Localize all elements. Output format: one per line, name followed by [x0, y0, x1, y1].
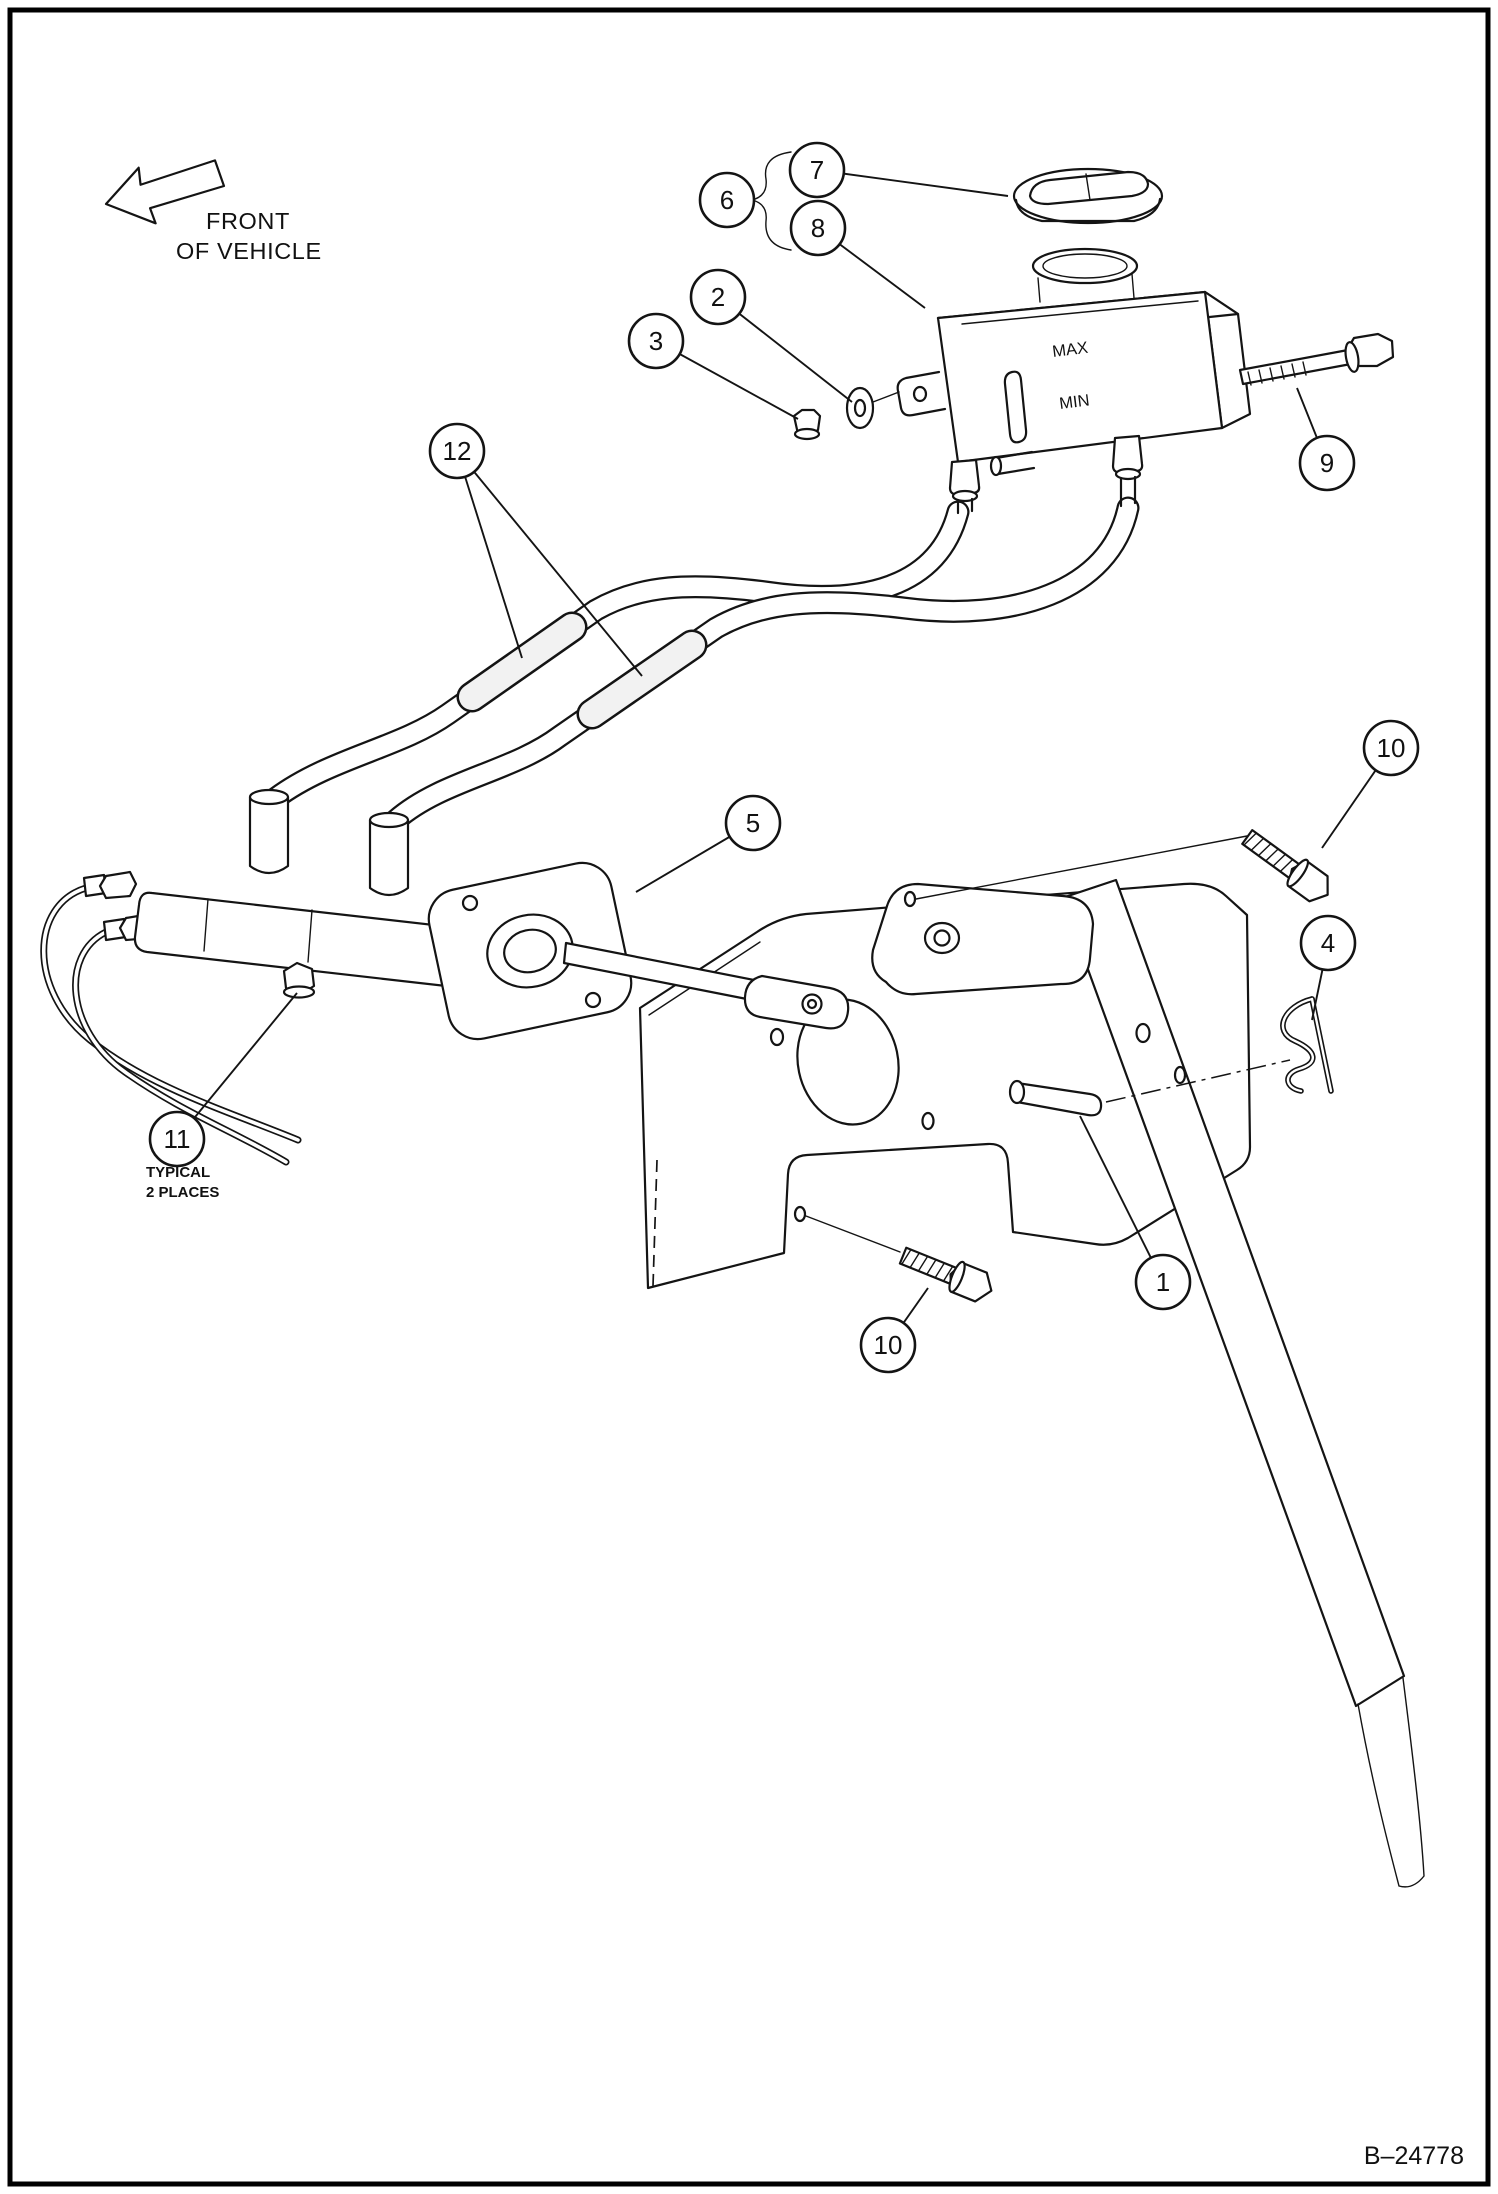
callout-leader-line [456, 450, 523, 659]
callout-number: 6 [720, 185, 734, 215]
callout-leader-line [816, 169, 1009, 197]
push-rod-clevis [743, 974, 850, 1030]
master-cylinder-inlet-port-front [248, 788, 290, 875]
alignment-holes [805, 835, 1248, 1253]
callout-circle [859, 1316, 917, 1374]
bolt-upper-alignment-line [915, 835, 1248, 900]
callout-5: 5 [635, 794, 782, 893]
callout-9: 9 [1296, 387, 1356, 492]
callout-number: 4 [1321, 928, 1335, 958]
front-of-vehicle-arrow-icon [104, 159, 226, 225]
callout-circle [428, 422, 486, 480]
reservoir-outlet-nipple-rear [1111, 434, 1144, 508]
reservoir-hose-front [264, 500, 970, 810]
hairpin-clip [1280, 996, 1334, 1094]
callout-number: 5 [746, 808, 760, 838]
stud-alignment-line [872, 391, 900, 403]
callout-circle [1134, 1253, 1192, 1311]
callout-number: 9 [1320, 448, 1334, 478]
callout-circle [788, 141, 846, 199]
callout-8: 8 [789, 199, 926, 309]
callout-number: 3 [649, 326, 663, 356]
callout-number: 7 [810, 155, 824, 185]
hidden-edge [652, 1159, 658, 1287]
callout-2: 2 [689, 268, 853, 403]
reservoir-bolt [1238, 332, 1395, 386]
callout-12: 12 [428, 422, 643, 677]
reservoir-cap [1012, 167, 1164, 225]
pedal-pivot-bracket [871, 882, 1095, 996]
callout-10-lower: 10 [859, 1287, 929, 1374]
callout-leader-line [1079, 1115, 1164, 1283]
reservoir-min-label: MIN [1058, 391, 1090, 413]
callout-1: 1 [1079, 1115, 1192, 1311]
callout-circle [689, 268, 747, 326]
callout-leader-line [717, 296, 853, 403]
page-border [7, 7, 1491, 2187]
callout-circle [627, 312, 685, 370]
callout-3: 3 [627, 312, 799, 420]
reservoir-max-label: MAX [1051, 339, 1089, 361]
callout-leader-line [456, 450, 643, 677]
brake-pipes [40, 884, 302, 1166]
callout-10-upper: 10 [1321, 719, 1420, 849]
callout-number: 10 [874, 1330, 903, 1360]
callout-circle [148, 1110, 206, 1168]
reservoir-side-nipple [989, 450, 1036, 477]
reservoir-hose-rear [384, 496, 1140, 832]
reservoir-nut [792, 408, 822, 441]
callout-number: 11 [164, 1124, 191, 1154]
callout-circle [1299, 914, 1357, 972]
callout-circle [1298, 434, 1356, 492]
brake-pedal-arm [1060, 878, 1425, 1888]
callout-4: 4 [1299, 914, 1357, 1021]
pin-centerline [1105, 1059, 1291, 1103]
reservoir-tank [896, 290, 1252, 477]
reservoir-filler-neck [1031, 247, 1139, 303]
callout-number: 12 [443, 436, 472, 466]
figure-code: B–24778 [1364, 2142, 1464, 2170]
callout-circle [698, 171, 756, 229]
callout-number: 1 [1156, 1267, 1170, 1297]
callout-6: 6 [698, 171, 756, 229]
mounting-bolt-upper [1241, 829, 1329, 903]
typical-note-line1: TYPICAL [146, 1164, 210, 1181]
clevis-pin [1008, 1059, 1291, 1117]
master-cylinder-inlet-port-rear [368, 811, 410, 897]
reservoir-washer [845, 386, 875, 430]
callout-7: 7 [788, 141, 1009, 199]
callout-circle [789, 199, 847, 257]
callout-number: 10 [1377, 733, 1406, 763]
reservoir-outlet-nipple-front [948, 458, 981, 515]
flange-nut [282, 961, 316, 999]
master-cylinder [40, 861, 850, 1166]
mounting-bolt-lower [898, 1246, 993, 1303]
callout-number: 2 [711, 282, 725, 312]
callout-circle [724, 794, 782, 852]
bolt-lower-alignment-line [805, 1215, 901, 1253]
callout-circle [1362, 719, 1420, 777]
front-of-vehicle-label-line1: FRONT [206, 208, 290, 234]
reservoir-level-window [1003, 370, 1028, 444]
callout-number: 8 [811, 213, 825, 243]
callout-11: 11 [148, 992, 298, 1168]
callout-leader-line [176, 992, 298, 1140]
typical-note-line2: 2 PLACES [146, 1184, 219, 1201]
front-of-vehicle-label-line2: OF VEHICLE [176, 238, 322, 264]
callout-6-brace [751, 151, 792, 251]
